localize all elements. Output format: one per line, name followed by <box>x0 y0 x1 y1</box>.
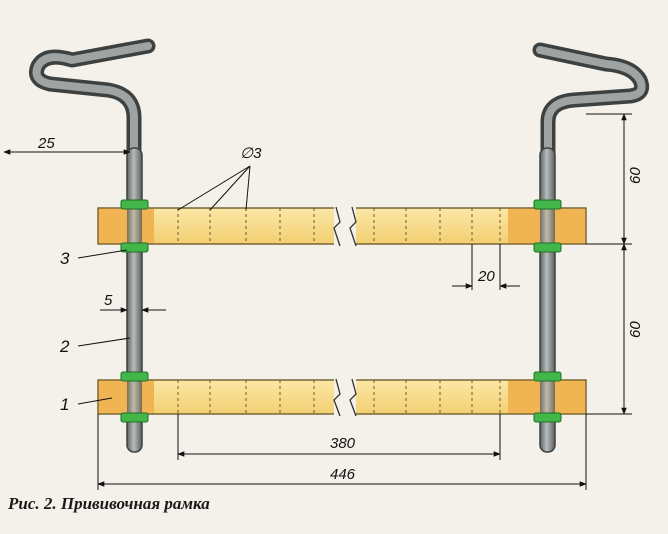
dim-446: 446 <box>330 466 356 483</box>
callout-1: 1 <box>60 395 69 414</box>
top-plank <box>97 205 587 247</box>
left-hook <box>29 38 156 160</box>
dimension-lines <box>3 113 632 490</box>
dim-5: 5 <box>104 292 113 309</box>
dim-380: 380 <box>330 435 356 452</box>
right-hook <box>532 42 650 160</box>
bottom-plank <box>97 377 587 417</box>
dim-20: 20 <box>477 268 495 285</box>
figure-caption: Рис. 2. Прививочная рамка <box>8 494 210 513</box>
dim-60-top: 60 <box>627 167 644 184</box>
callout-2: 2 <box>59 337 70 356</box>
dim-60-bottom: 60 <box>627 321 644 338</box>
dim-diameter-3: ∅3 <box>240 145 262 162</box>
callout-3: 3 <box>60 249 70 268</box>
dim-25: 25 <box>37 135 55 152</box>
green-clips <box>120 199 562 423</box>
